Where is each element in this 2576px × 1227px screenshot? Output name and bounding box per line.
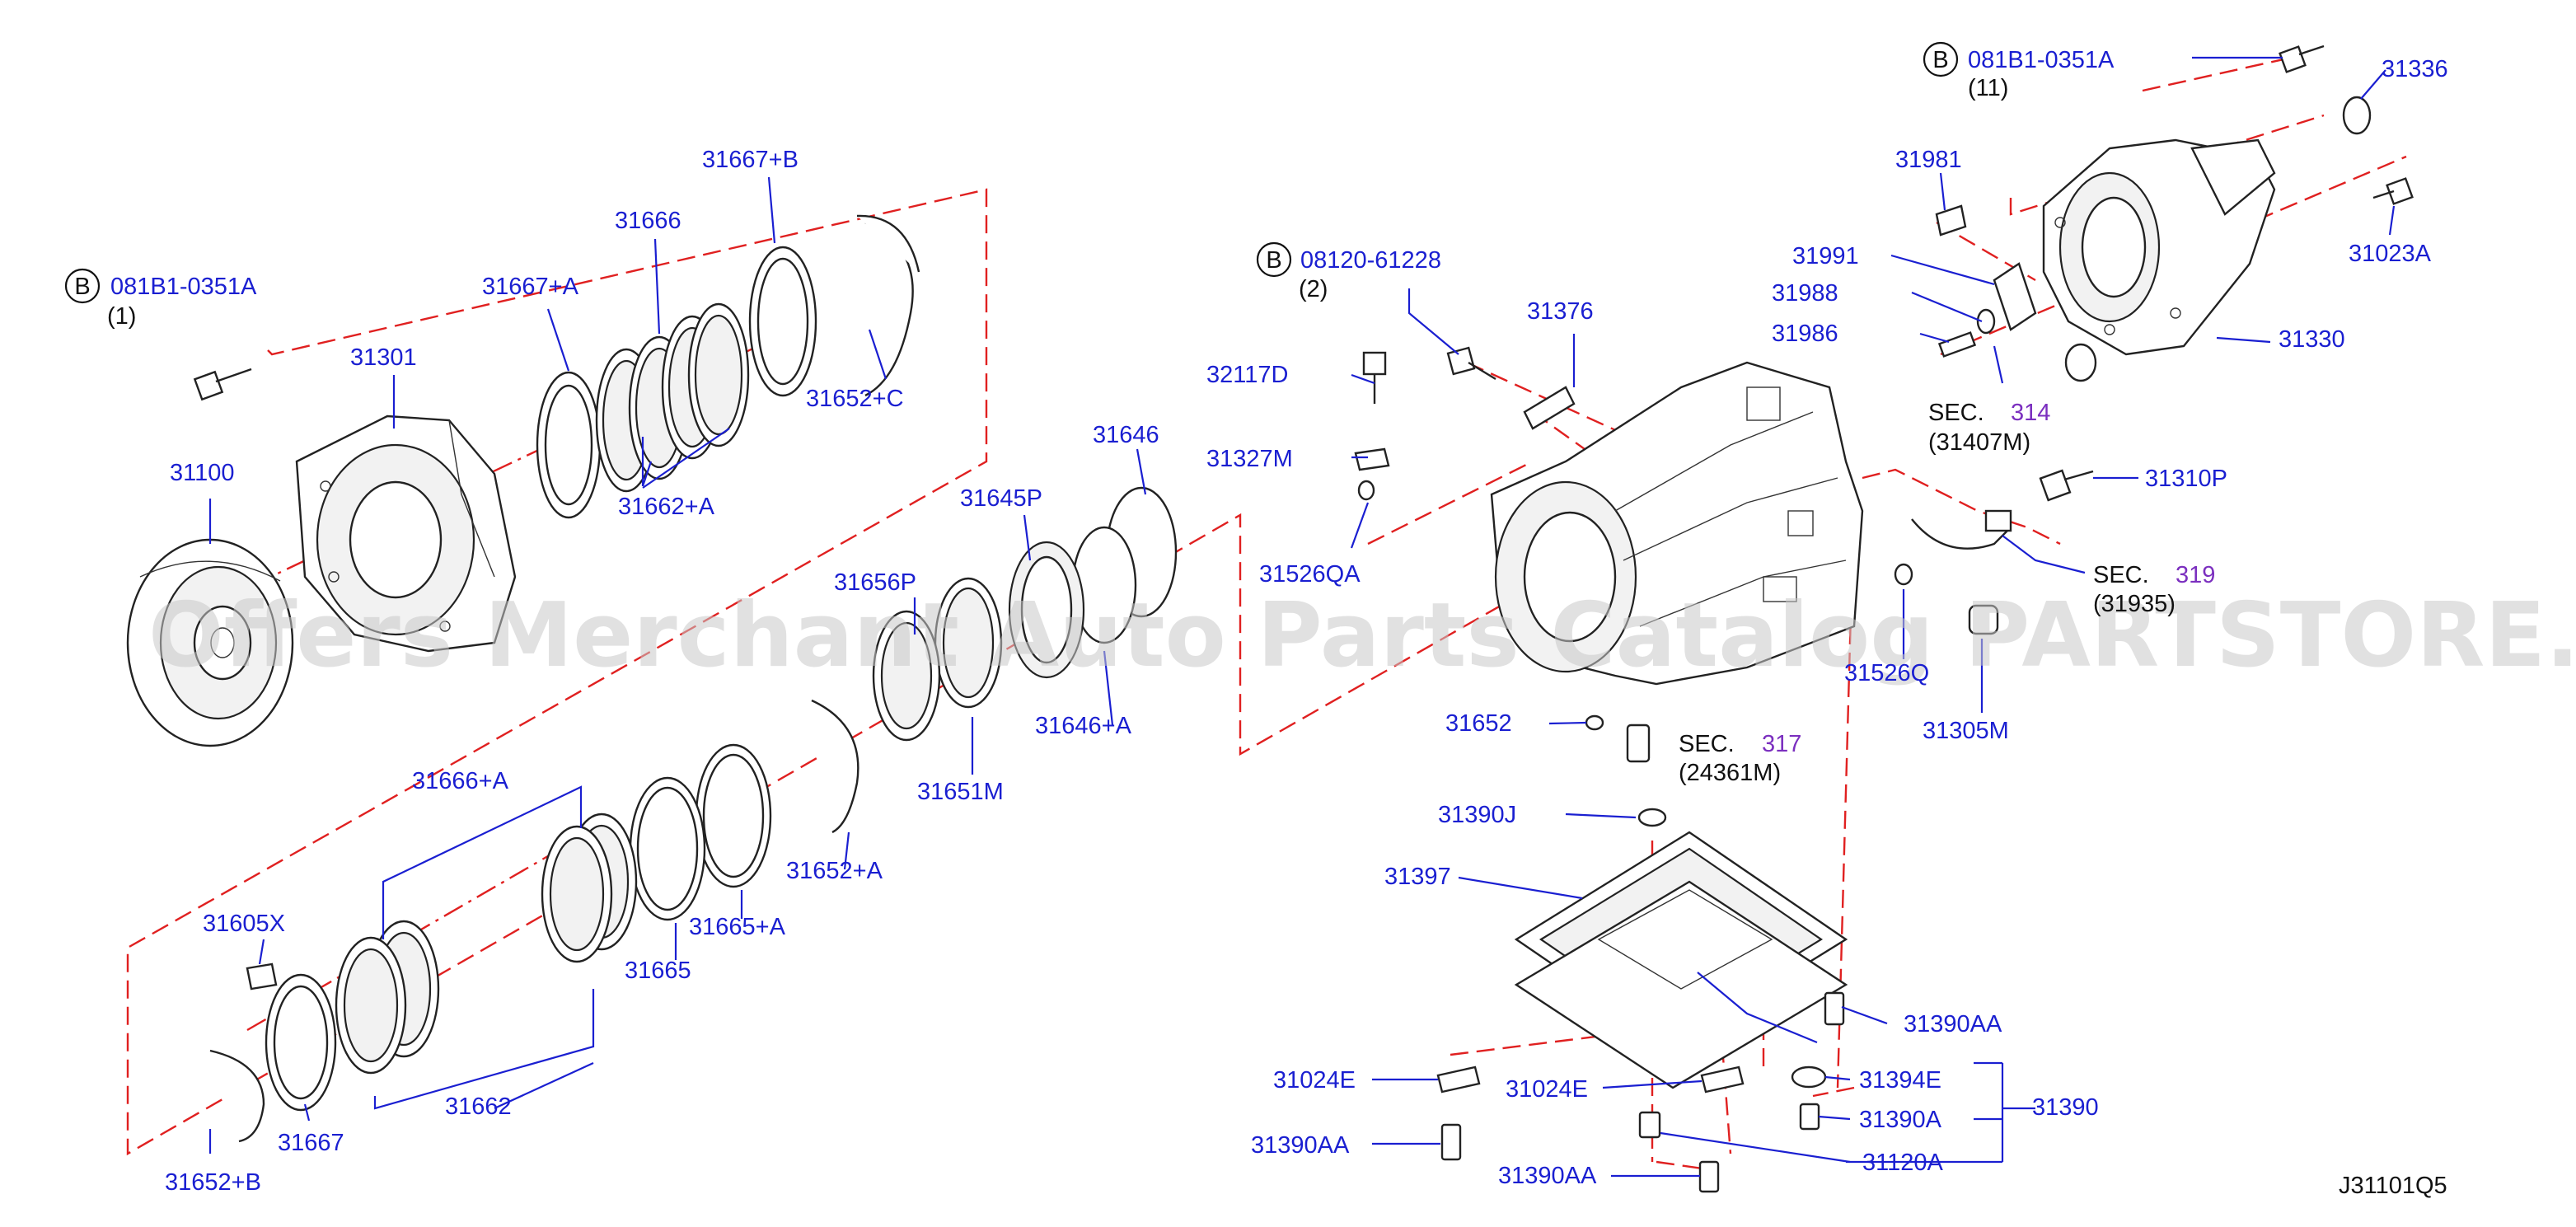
- part-label-31991[interactable]: 31991: [1792, 243, 1859, 269]
- bolt-ref-number[interactable]: 081B1-0351A: [1968, 47, 2115, 73]
- part-label-31652a[interactable]: 31652+A: [786, 858, 883, 884]
- part-label-31665[interactable]: 31665: [625, 958, 691, 984]
- part-label-31662[interactable]: 31662: [445, 1094, 512, 1120]
- clutch-pack-upper: [536, 214, 920, 519]
- small-parts-front: [1354, 346, 1651, 763]
- part-label-31330[interactable]: 31330: [2279, 326, 2345, 353]
- part-label-31605x[interactable]: 31605X: [203, 911, 285, 937]
- bolt-ref-left[interactable]: B 081B1-0351A (1): [64, 268, 257, 330]
- bolt-ref-qty: (2): [1299, 276, 1328, 302]
- part-label-31981[interactable]: 31981: [1895, 147, 1962, 173]
- clutch-pack-lower: [209, 743, 772, 1143]
- sec-ref-319[interactable]: SEC. 319 (31935): [2093, 562, 2215, 617]
- part-label-31390aa-right[interactable]: 31390AA: [1904, 1011, 2002, 1037]
- leader-lines: [208, 56, 2396, 1178]
- bolt-badge-letter: B: [74, 274, 90, 300]
- part-label-31646[interactable]: 31646: [1093, 422, 1159, 448]
- sec-ref-prefix: SEC.: [1928, 400, 1984, 426]
- part-label-31390[interactable]: 31390: [2032, 1094, 2099, 1121]
- small-parts-rear: [1894, 44, 2414, 635]
- sec-ref-number[interactable]: 314: [2011, 400, 2050, 426]
- part-label-31024e-mid[interactable]: 31024E: [1506, 1076, 1588, 1103]
- transmission-case: [1490, 361, 1864, 686]
- converter-housing-31301: [295, 414, 517, 653]
- part-label-31100[interactable]: 31100: [170, 460, 235, 486]
- bolt-badge-letter: B: [1266, 247, 1281, 274]
- part-label-31301[interactable]: 31301: [350, 344, 417, 371]
- part-label-31526qa[interactable]: 31526QA: [1259, 561, 1361, 588]
- bolt-badge-circle: [64, 268, 101, 304]
- part-label-31390aa-bottom[interactable]: 31390AA: [1498, 1163, 1597, 1189]
- part-label-31394e[interactable]: 31394E: [1859, 1067, 1941, 1094]
- part-label-31390a[interactable]: 31390A: [1859, 1107, 1942, 1133]
- part-label-31310p[interactable]: 31310P: [2145, 466, 2227, 492]
- part-label-31651m[interactable]: 31651M: [917, 779, 1004, 805]
- part-label-31023a[interactable]: 31023A: [2349, 241, 2432, 267]
- sec-ref-sub: (31935): [2093, 591, 2176, 617]
- part-label-31666a[interactable]: 31666+A: [412, 768, 509, 794]
- part-label-31986[interactable]: 31986: [1772, 321, 1838, 347]
- bolt-ref-qty: (1): [107, 303, 136, 330]
- part-label-31656p[interactable]: 31656P: [834, 569, 916, 596]
- watermark-text: Offers Merchant Auto Parts Catalog PARTS…: [148, 584, 2576, 687]
- part-label-31667b[interactable]: 31667+B: [702, 147, 799, 173]
- part-labels: 31100 31301 31667+A 31666 31667+B 31652+…: [165, 56, 2448, 1196]
- part-label-31988[interactable]: 31988: [1772, 280, 1838, 307]
- part-label-31665a[interactable]: 31665+A: [689, 914, 786, 940]
- part-label-31376[interactable]: 31376: [1527, 298, 1594, 325]
- bolt-081B1-left: [193, 368, 252, 401]
- part-label-31397[interactable]: 31397: [1384, 864, 1451, 890]
- part-label-31666[interactable]: 31666: [615, 208, 681, 234]
- sec-ref-number[interactable]: 319: [2176, 562, 2215, 588]
- sec-ref-314[interactable]: SEC. 314 (31407M): [1928, 400, 2050, 456]
- sec-ref-number[interactable]: 317: [1762, 731, 1801, 757]
- part-label-31024e-left[interactable]: 31024E: [1273, 1067, 1356, 1094]
- part-label-31526q[interactable]: 31526Q: [1844, 660, 1929, 686]
- part-label-31652c[interactable]: 31652+C: [806, 386, 904, 412]
- sec-ref-prefix: SEC.: [1679, 731, 1735, 757]
- bolt-ref-qty: (11): [1968, 75, 2008, 101]
- part-label-31667a[interactable]: 31667+A: [482, 274, 579, 300]
- part-label-31305m[interactable]: 31305M: [1923, 718, 2009, 744]
- oil-pan-31390: [1436, 808, 1848, 1193]
- bolt-ref-number[interactable]: 081B1-0351A: [110, 274, 257, 300]
- rear-extension-31330: [2042, 96, 2372, 356]
- bolt-ref-right[interactable]: B 081B1-0351A (11): [1923, 41, 2115, 101]
- bolt-ref-center[interactable]: B 08120-61228 (2): [1256, 241, 1441, 302]
- sec-ref-317[interactable]: SEC. 317 (24361M): [1679, 731, 1801, 786]
- part-label-31652[interactable]: 31652: [1445, 710, 1512, 737]
- part-label-31652b[interactable]: 31652+B: [165, 1169, 261, 1196]
- clutch-pack-middle: [811, 486, 1178, 834]
- bolt-ref-number[interactable]: 08120-61228: [1300, 247, 1441, 274]
- part-label-31645p[interactable]: 31645P: [960, 485, 1042, 512]
- part-label-31667[interactable]: 31667: [278, 1130, 344, 1156]
- part-label-31390j[interactable]: 31390J: [1438, 802, 1516, 828]
- sec-ref-prefix: SEC.: [2093, 562, 2149, 588]
- part-label-31646a[interactable]: 31646+A: [1035, 713, 1132, 739]
- part-label-32117d[interactable]: 32117D: [1206, 362, 1288, 388]
- part-label-31120a[interactable]: 31120A: [1862, 1150, 1943, 1176]
- bolt-badge-letter: B: [1932, 47, 1948, 73]
- part-label-31662a[interactable]: 31662+A: [618, 494, 715, 520]
- part-label-31327m[interactable]: 31327M: [1206, 446, 1293, 472]
- diagram-code: J31101Q5: [2339, 1173, 2447, 1199]
- torque-converter-31100: [126, 538, 294, 747]
- bolt-badge-circle: [1256, 241, 1292, 278]
- bolt-badge-circle: [1923, 41, 1959, 77]
- part-label-31336[interactable]: 31336: [2382, 56, 2448, 82]
- sec-ref-sub: (24361M): [1679, 760, 1781, 786]
- sec-ref-sub: (31407M): [1928, 429, 2030, 456]
- part-label-31390aa-left[interactable]: 31390AA: [1251, 1132, 1350, 1159]
